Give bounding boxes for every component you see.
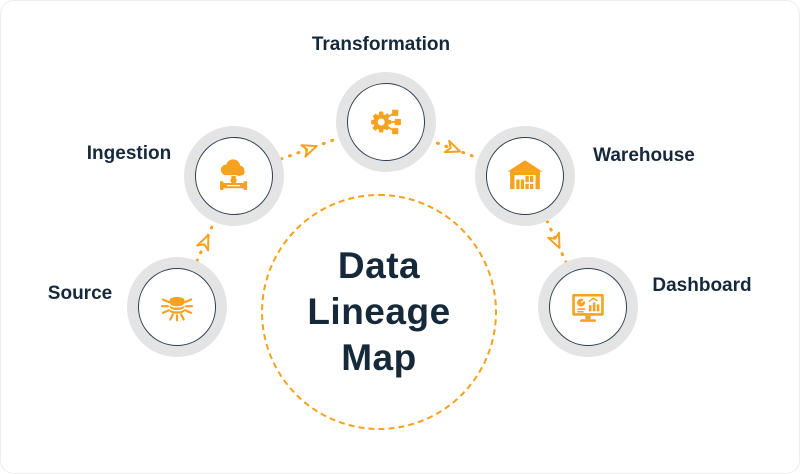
center-title-line: Data — [337, 245, 421, 286]
center-dashed-ring: Data Lineage Map — [261, 194, 497, 430]
database-source-icon — [160, 297, 194, 322]
node-label-transformation: Transformation — [311, 34, 451, 55]
center-title-line: Lineage — [307, 291, 451, 332]
node-dashboard — [538, 257, 638, 357]
arrowhead-icon — [196, 234, 210, 252]
node-transformation — [336, 72, 436, 172]
node-label-source: Source — [47, 283, 113, 304]
node-dashboard-circle — [549, 268, 627, 346]
center-title-line: Map — [341, 337, 417, 378]
center-circle: Data Lineage Map — [277, 210, 481, 414]
node-ingestion — [184, 126, 284, 226]
warehouse-building-icon — [507, 160, 543, 190]
node-warehouse-circle — [486, 137, 564, 215]
arrowhead-icon — [547, 231, 561, 249]
connector-ingestion-transformation — [279, 136, 341, 161]
node-label-warehouse: Warehouse — [593, 145, 695, 166]
connector-warehouse-dashboard — [545, 219, 568, 264]
gear-circuit-icon — [371, 109, 401, 135]
connector-transformation-warehouse — [427, 138, 480, 160]
node-transformation-circle — [347, 83, 425, 161]
connector-source-ingestion — [195, 220, 216, 263]
arrowhead-icon — [300, 144, 318, 158]
cloud-pipeline-icon — [220, 159, 248, 190]
node-ingestion-circle — [195, 137, 273, 215]
node-warehouse — [475, 126, 575, 226]
monitor-analytics-icon — [572, 293, 604, 322]
node-label-ingestion: Ingestion — [86, 143, 172, 164]
center-title: Data Lineage Map — [307, 243, 450, 381]
node-label-dashboard: Dashboard — [652, 275, 752, 296]
node-source-circle — [138, 268, 216, 346]
node-source — [127, 257, 227, 357]
arrowhead-icon — [443, 139, 462, 154]
